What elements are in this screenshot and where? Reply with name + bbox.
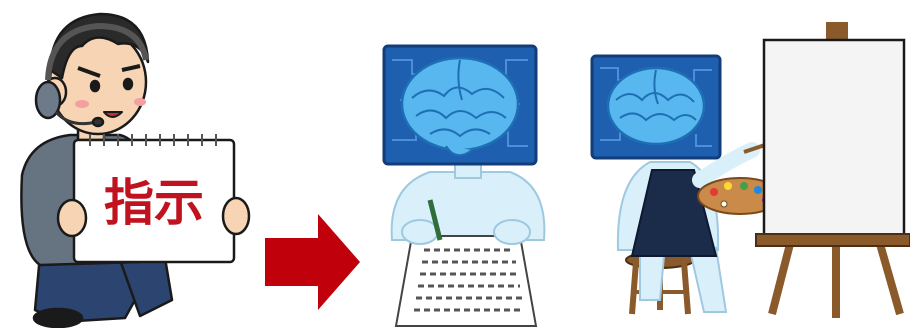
- ai-painter-icon: [592, 56, 787, 314]
- easel-icon: [756, 22, 910, 318]
- instruction-sign-icon: 指示: [58, 134, 249, 262]
- arrow-right-icon: [265, 214, 360, 310]
- document-icon: [396, 236, 536, 326]
- ai-writer-icon: [384, 46, 544, 326]
- ai-brain-icon: [592, 56, 720, 158]
- ai-brain-icon: [384, 46, 536, 164]
- sign-text: 指示: [104, 174, 204, 232]
